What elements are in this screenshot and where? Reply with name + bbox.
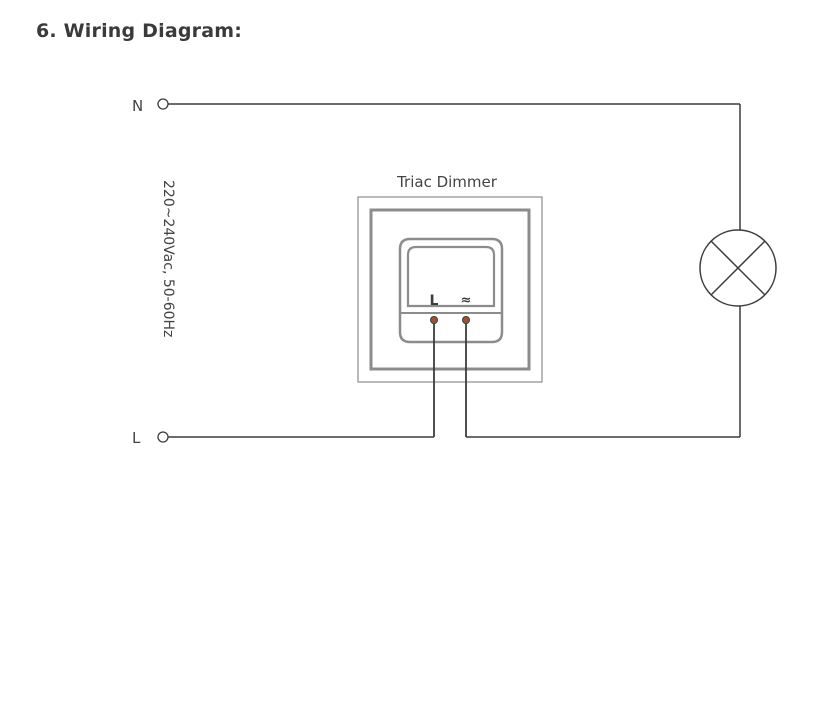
dimmer-module [398, 237, 504, 344]
terminal-dimmed-label: ≈ [461, 293, 472, 308]
device-title: Triac Dimmer [396, 173, 498, 191]
terminal-live-label: L [430, 293, 439, 309]
live-terminal [157, 431, 169, 443]
terminal-dimmed-screw [462, 316, 470, 324]
section-heading: 6. Wiring Diagram: [36, 20, 243, 42]
supply-voltage-label: 220~240Vac, 50-60Hz [160, 180, 176, 337]
neutral-terminal [157, 98, 169, 110]
terminal-live-screw [430, 316, 438, 324]
neutral-label: N [132, 97, 143, 115]
live-label: L [132, 429, 141, 447]
lamp-icon [699, 229, 777, 307]
